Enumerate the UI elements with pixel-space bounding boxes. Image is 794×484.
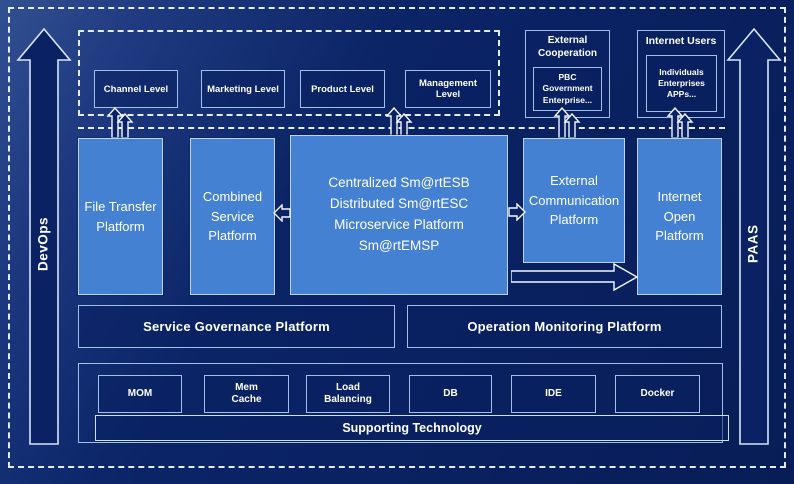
flow-right-arrow-icon bbox=[511, 262, 638, 292]
external-communication-platform: External Communication Platform bbox=[523, 138, 625, 263]
paas-rail-label: PAAS bbox=[745, 224, 761, 264]
esb-platform: Centralized Sm@rtESB Distributed Sm@rtES… bbox=[290, 135, 508, 295]
tech-box-db: DB bbox=[409, 375, 492, 413]
internet-open-up-arrow-icon bbox=[666, 107, 694, 139]
paas-up-arrow-icon bbox=[726, 28, 782, 445]
esb-line-3: Microservice Platform Sm@rtEMSP bbox=[334, 217, 464, 253]
operation-monitoring-platform: Operation Monitoring Platform bbox=[407, 305, 722, 348]
internet-users-box: Internet Users Individuals Enterprises A… bbox=[637, 30, 725, 118]
devops-rail-label: DevOps bbox=[35, 216, 51, 272]
external-cooperation-box: External Cooperation PBC Government Ente… bbox=[525, 30, 610, 118]
external-cooperation-title: External Cooperation bbox=[538, 35, 597, 59]
service-governance-platform: Service Governance Platform bbox=[78, 305, 395, 348]
right-arrow-icon bbox=[508, 203, 526, 221]
tech-box-docker: Docker bbox=[615, 375, 700, 413]
left-arrow-icon bbox=[273, 204, 291, 222]
esb-line-2: Distributed Sm@rtESC bbox=[329, 196, 469, 212]
external-communication-up-arrow-icon bbox=[553, 107, 581, 139]
channel-level-box: Channel Level bbox=[94, 70, 178, 108]
internet-users-members: Individuals Enterprises APPs... bbox=[646, 55, 717, 112]
product-level-box: Product Level bbox=[300, 70, 385, 108]
management-level-box: Management Level bbox=[405, 70, 491, 108]
internet-users-title: Internet Users bbox=[645, 35, 717, 47]
external-cooperation-members: PBC Government Enterprise... bbox=[533, 67, 602, 111]
tech-box-mom: MOM bbox=[98, 375, 182, 413]
tech-box-mem-cache: Mem Cache bbox=[204, 375, 289, 413]
combined-service-platform: Combined Service Platform bbox=[190, 138, 275, 295]
supporting-technology-bar: Supporting Technology bbox=[95, 415, 729, 441]
internet-open-platform: Internet Open Platform bbox=[637, 138, 722, 295]
tech-box-ide: IDE bbox=[511, 375, 596, 413]
tech-box-load-balancing: Load Balancing bbox=[306, 375, 390, 413]
file-transfer-platform: File Transfer Platform bbox=[78, 138, 163, 295]
file-transfer-up-arrow-icon bbox=[106, 107, 134, 139]
marketing-level-box: Marketing Level bbox=[201, 70, 285, 108]
devops-up-arrow-icon bbox=[16, 28, 72, 445]
outer-dashed-border bbox=[8, 7, 786, 468]
levels-dashed-container: Channel Level Marketing Level Product Le… bbox=[78, 30, 500, 116]
supporting-technology-container: MOM Mem Cache Load Balancing DB IDE Dock… bbox=[78, 363, 729, 443]
esb-line-1: Centralized Sm@rtESB bbox=[328, 175, 470, 191]
